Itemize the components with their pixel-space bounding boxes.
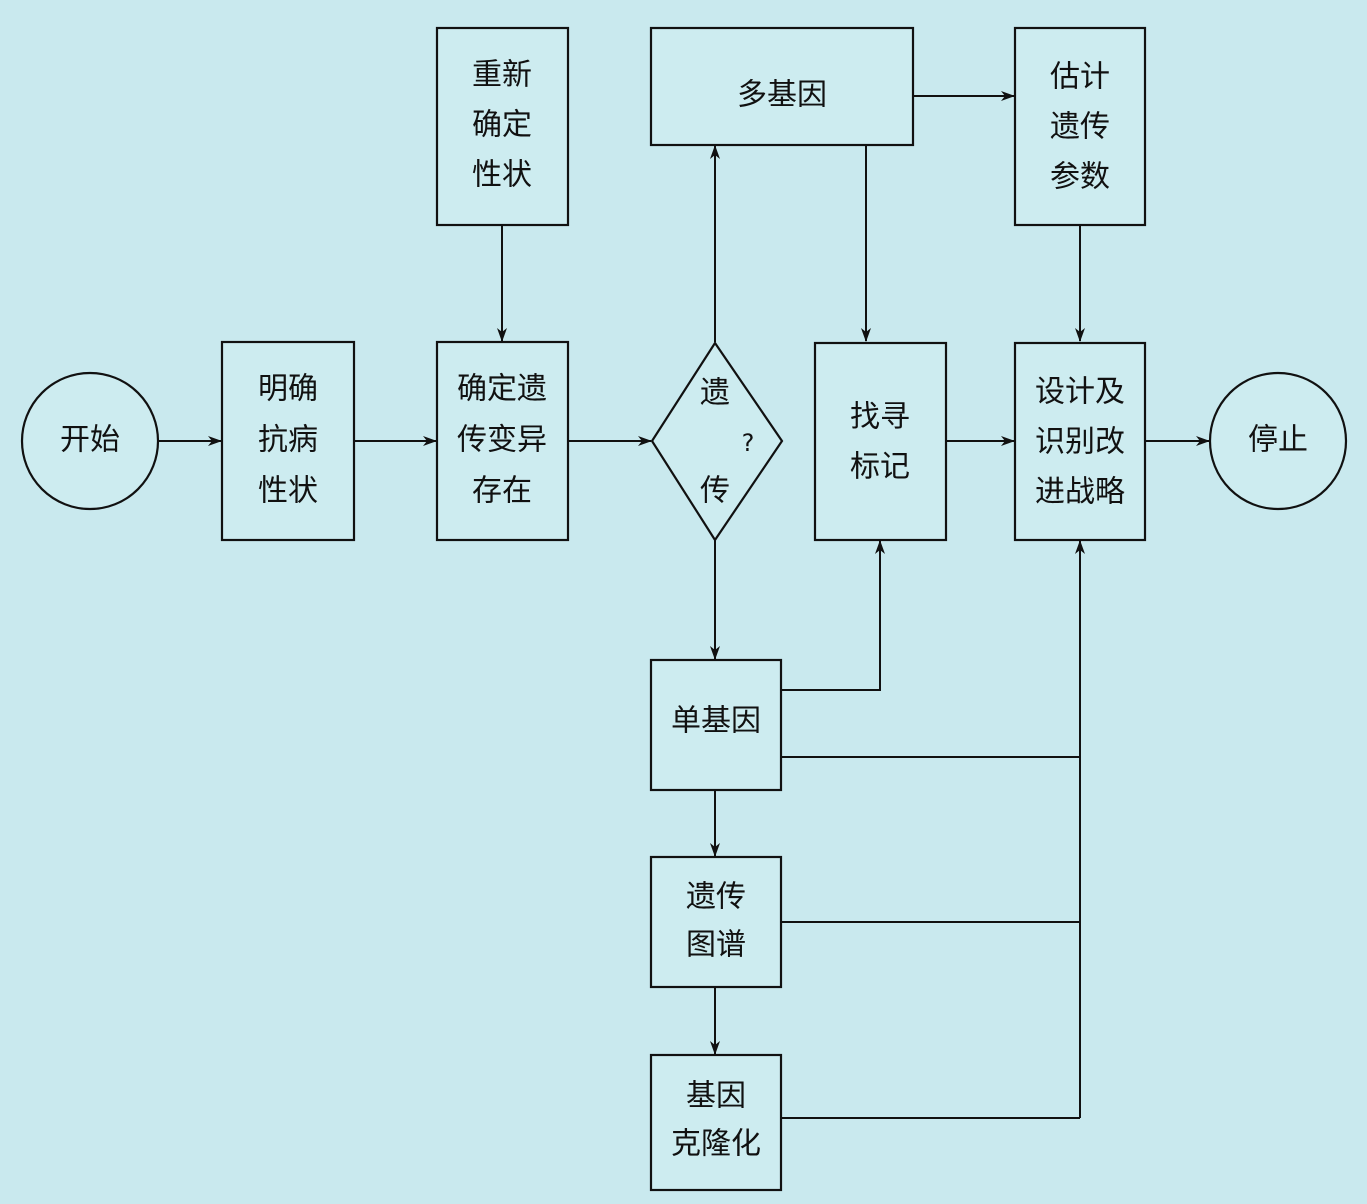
svg-text:开始: 开始 (60, 423, 120, 458)
svg-text:性状: 性状 (258, 474, 318, 509)
heritable-decision-diamond: 遗 ? 传 (650, 341, 784, 543)
svg-text:重新: 重新 (472, 58, 532, 93)
svg-text:遗传: 遗传 (686, 880, 746, 915)
svg-text:多基因: 多基因 (737, 78, 827, 113)
svg-text:抗病: 抗病 (258, 423, 318, 458)
svg-text:单基因: 单基因 (671, 704, 761, 739)
find-markers-box: 找寻 标记 (813, 341, 948, 542)
svg-text:进战略: 进战略 (1035, 475, 1125, 510)
stop-node: 停止 (1208, 371, 1348, 511)
svg-text:图谱: 图谱 (686, 928, 746, 963)
svg-text:确定遗: 确定遗 (457, 372, 547, 407)
svg-text:参数: 参数 (1050, 160, 1110, 195)
svg-text:明确: 明确 (258, 372, 318, 407)
monogenic-box: 单基因 (649, 658, 783, 792)
svg-text:找寻: 找寻 (850, 400, 910, 435)
svg-text:停止: 停止 (1248, 423, 1308, 458)
svg-text:存在: 存在 (472, 474, 532, 509)
svg-text:识别改: 识别改 (1035, 425, 1125, 460)
gene-cloning-box: 基因 克隆化 (649, 1053, 783, 1192)
design-strategy-box: 设计及 识别改 进战略 (1013, 341, 1147, 542)
svg-text:传变异: 传变异 (457, 423, 547, 458)
connectors (158, 91, 1210, 1119)
polygenic-box: 多基因 (649, 26, 915, 147)
svg-text:遗: 遗 (700, 376, 730, 411)
identify-trait-box: 明确 抗病 性状 (220, 340, 356, 542)
start-node: 开始 (20, 371, 160, 511)
genetic-map-box: 遗传 图谱 (649, 855, 783, 989)
svg-text:性状: 性状 (472, 158, 532, 193)
svg-text:确定: 确定 (472, 108, 532, 143)
estimate-params-box: 估计 遗传 参数 (1013, 26, 1147, 227)
svg-text:?: ? (742, 429, 755, 457)
svg-text:估计: 估计 (1050, 60, 1110, 95)
redefine-trait-box: 重新 确定 性状 (435, 26, 570, 227)
svg-text:标记: 标记 (850, 450, 910, 485)
svg-text:设计及: 设计及 (1035, 375, 1125, 410)
svg-text:克隆化: 克隆化 (671, 1127, 761, 1162)
svg-text:传: 传 (700, 474, 730, 509)
arrow-monogenic-to-markers (781, 540, 885, 691)
svg-text:遗传: 遗传 (1050, 110, 1110, 145)
confirm-variation-box: 确定遗 传变异 存在 (435, 340, 570, 542)
svg-text:基因: 基因 (686, 1079, 746, 1114)
